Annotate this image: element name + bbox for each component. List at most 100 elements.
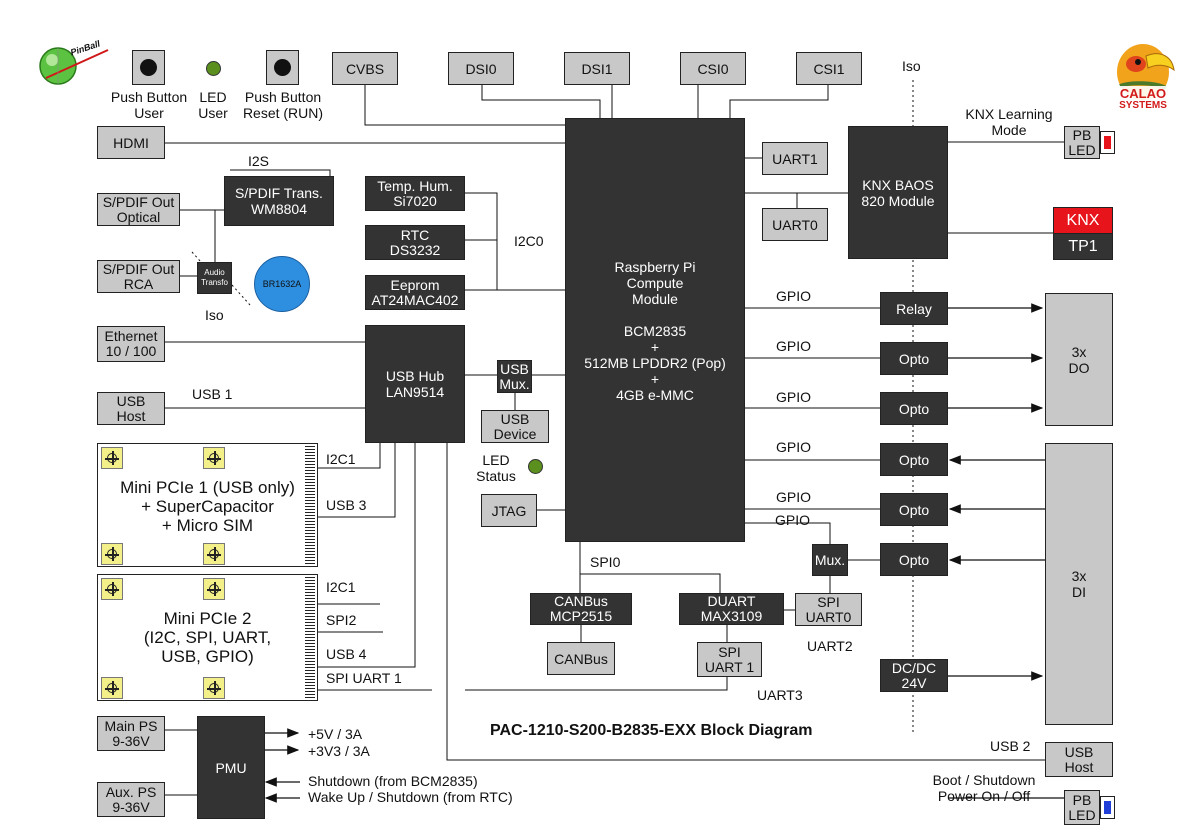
iso-label-audio: Iso	[205, 307, 224, 323]
rtc-chip: RTC DS3232	[365, 225, 465, 260]
main-ps-box: Main PS 9-36V	[97, 716, 165, 751]
gpio-label-4: GPIO	[776, 439, 812, 455]
raspberry-pi-compute-module: Raspberry Pi Compute Module BCM2835 + 51…	[565, 118, 745, 542]
usb-host-right: USB Host	[1045, 742, 1113, 777]
screw-icon	[203, 447, 225, 469]
digital-inputs: 3x DI	[1045, 443, 1113, 725]
knx-baos-module: KNX BAOS 820 Module	[848, 126, 948, 259]
spi0-label: SPI0	[590, 554, 621, 570]
spdif-optical-box: S/PDIF Out Optical	[97, 193, 180, 226]
wakeup-label: Wake Up / Shutdown (from RTC)	[308, 789, 513, 805]
spi-uart1-box: SPI UART 1	[697, 642, 762, 677]
opto-out-2: Opto	[880, 392, 948, 425]
pcie2-usb4-label: USB 4	[326, 646, 367, 662]
usb1-label: USB 1	[192, 386, 233, 402]
cvbs-box: CVBS	[332, 52, 398, 85]
pb-led-knx-button[interactable]	[1100, 131, 1115, 154]
tp1-box: TP1	[1053, 233, 1113, 260]
gpio-label-3: GPIO	[776, 389, 812, 405]
uart3-label: UART3	[757, 687, 803, 703]
led-user-label: LED User	[198, 89, 228, 121]
i2s-label: I2S	[248, 153, 270, 169]
hdmi-box: HDMI	[97, 126, 165, 159]
usb-mux: USB Mux.	[497, 360, 532, 393]
screw-icon	[203, 578, 225, 600]
pcie1-usb3-label: USB 3	[326, 497, 367, 513]
led-status-icon	[528, 459, 543, 474]
screw-icon	[203, 677, 225, 699]
pmu-box: PMU	[197, 716, 265, 819]
pinball-logo	[39, 47, 109, 85]
uart0-box: UART0	[762, 208, 828, 241]
iso-label-top: Iso	[902, 58, 921, 74]
audio-transformer: Audio Transfo	[197, 262, 232, 294]
boot-shutdown-label: Boot / Shutdown Power On / Off	[932, 772, 1036, 804]
dsi1-box: DSI1	[564, 52, 630, 85]
push-button-user-label: Push Button User	[110, 89, 188, 121]
mini-pcie-1-text: Mini PCIe 1 (USB only) + SuperCapacitor …	[120, 478, 295, 535]
button-dot-icon	[140, 59, 157, 76]
opto-in-2: Opto	[880, 493, 948, 526]
calao-logo: CALAO SYSTEMS	[1108, 34, 1178, 116]
relay-box: Relay	[880, 292, 948, 325]
usb-hub: USB Hub LAN9514	[365, 325, 465, 443]
i2c0-label: I2C0	[514, 233, 544, 249]
duart-chip: DUART MAX3109	[679, 593, 784, 625]
digital-outputs: 3x DO	[1045, 293, 1113, 426]
push-button-reset-label: Push Button Reset (RUN)	[242, 89, 324, 121]
uart2-label: UART2	[807, 638, 853, 654]
calao-text: CALAO	[1119, 86, 1167, 101]
screw-icon	[101, 447, 123, 469]
gpio-label-6: GPIO	[775, 512, 811, 528]
led-user-icon	[206, 61, 221, 76]
out-5v-label: +5V / 3A	[308, 726, 363, 742]
knx-badge: KNX	[1053, 207, 1113, 234]
usb-device-box: USB Device	[481, 410, 549, 443]
mini-pcie-1-card: Mini PCIe 1 (USB only) + SuperCapacitor …	[97, 443, 318, 567]
mini-pcie-2-text: Mini PCIe 2 (I2C, SPI, UART, USB, GPIO)	[143, 609, 272, 666]
out-3v3-label: +3V3 / 3A	[308, 743, 370, 759]
led-status-label: LED Status	[476, 452, 516, 484]
spi-uart0-box: SPI UART0	[795, 593, 862, 626]
blue-led-icon	[1104, 801, 1111, 814]
gpio-label-1: GPIO	[776, 288, 812, 304]
button-dot-icon	[274, 59, 291, 76]
systems-text: SYSTEMS	[1119, 100, 1167, 111]
screw-icon	[101, 677, 123, 699]
spdif-transceiver: S/PDIF Trans. WM8804	[224, 176, 334, 226]
pcie2-spi2-label: SPI2	[326, 612, 357, 628]
pcie2-i2c1-label: I2C1	[326, 579, 356, 595]
csi0-box: CSI0	[680, 52, 746, 85]
pb-led-knx[interactable]: PB LED	[1064, 126, 1100, 159]
screw-icon	[203, 543, 225, 565]
temp-hum-sensor: Temp. Hum. Si7020	[365, 176, 465, 211]
pb-led-power-button[interactable]	[1100, 796, 1115, 819]
red-led-icon	[1104, 136, 1111, 149]
eeprom-chip: Eeprom AT24MAC402	[365, 275, 465, 310]
aux-ps-box: Aux. PS 9-36V	[97, 782, 165, 817]
dsi0-box: DSI0	[448, 52, 514, 85]
mini-pcie-2-card: Mini PCIe 2 (I2C, SPI, UART, USB, GPIO)	[97, 574, 318, 701]
pb-led-power[interactable]: PB LED	[1064, 790, 1100, 825]
shutdown-label: Shutdown (from BCM2835)	[308, 773, 478, 789]
usb-host-left: USB Host	[97, 392, 165, 425]
screw-icon	[101, 578, 123, 600]
csi1-box: CSI1	[796, 52, 862, 85]
battery-icon: BR1632A	[254, 256, 310, 312]
push-button-user[interactable]	[132, 50, 165, 85]
uart1-box: UART1	[762, 142, 828, 175]
opto-in-1: Opto	[880, 443, 948, 476]
spdif-rca-box: S/PDIF Out RCA	[97, 260, 180, 293]
gpio-label-5: GPIO	[776, 489, 812, 505]
knx-learning-label: KNX Learning Mode	[965, 106, 1053, 138]
screw-icon	[101, 543, 123, 565]
push-button-reset[interactable]	[266, 50, 299, 85]
opto-out-1: Opto	[880, 342, 948, 375]
gpio-label-2: GPIO	[776, 338, 812, 354]
pcie2-spi-uart1-label: SPI UART 1	[326, 670, 402, 686]
pcie-connector-icon	[305, 444, 315, 566]
dcdc-24v: DC/DC 24V	[880, 659, 948, 692]
pcie-connector-icon	[305, 575, 315, 700]
canbus-box: CANBus	[547, 642, 615, 675]
